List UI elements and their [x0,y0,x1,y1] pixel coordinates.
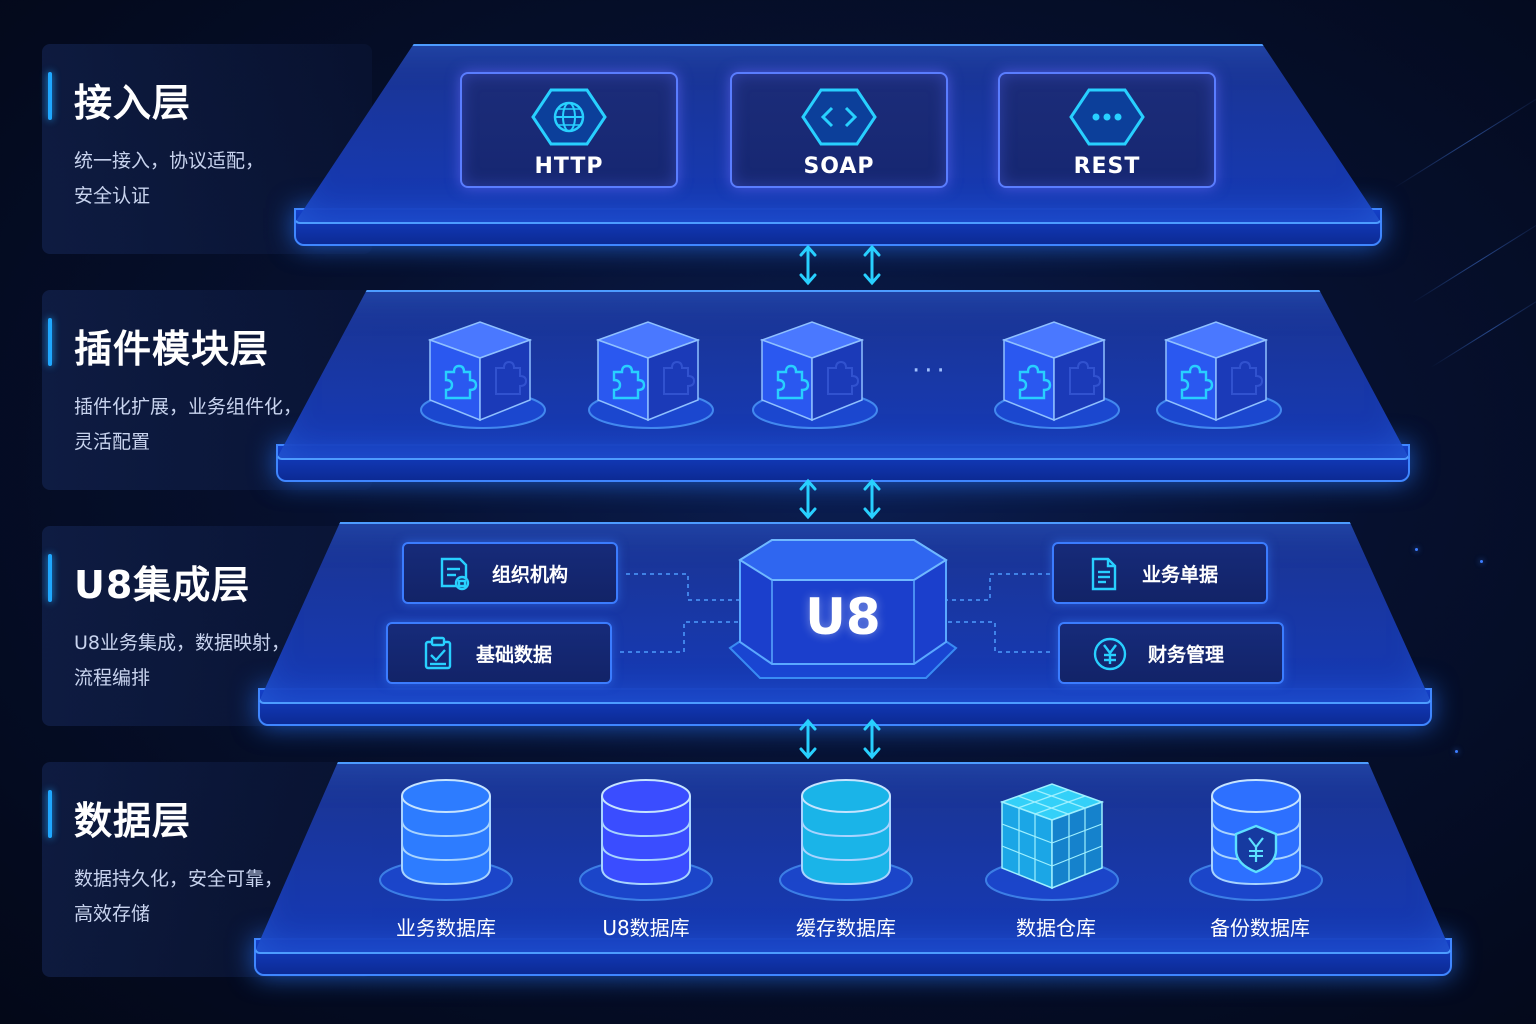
plugin-module-cube[interactable] [1154,310,1284,435]
u8-item-label: 基础数据 [476,644,553,666]
data-store[interactable] [1176,768,1336,918]
puzzle-cube-icon [588,321,714,429]
data-store-label: 数据仓库 [1016,916,1096,940]
layer-description: 数据持久化，安全可靠， 高效存储 [74,862,314,932]
accent-bar [48,318,52,366]
plugin-module-cube[interactable] [750,310,880,435]
database-icon [779,779,913,901]
background-streak [1411,217,1536,304]
layer-description: 统一接入，协议适配， 安全认证 [74,144,314,214]
dots-icon [1069,88,1145,146]
protocol-card-soap[interactable]: SOAP [730,72,948,188]
desc-line: 统一接入，协议适配， [74,150,265,172]
desc-line: 流程编排 [74,667,151,689]
puzzle-cube-icon [752,321,878,429]
u8-core-label: U8 [805,588,881,646]
org-document-icon [440,557,470,591]
u8-item-label: 业务单据 [1142,564,1219,586]
desc-line: 高效存储 [74,903,151,925]
bidirectional-arrows-icon [799,718,881,760]
layer-title: U8集成层 [74,563,251,607]
protocol-label: HTTP [534,154,604,179]
u8-item-label: 财务管理 [1148,644,1225,666]
accent-bar [48,790,52,838]
data-store[interactable] [972,768,1132,918]
layer-description: 插件化扩展，业务组件化， 灵活配置 [74,390,314,460]
background-streak [1430,292,1536,369]
database-icon [579,779,713,901]
u8-item-basic-data[interactable]: 基础数据 [386,622,612,684]
protocol-card-http[interactable]: HTTP [460,72,678,188]
u8-core-block[interactable]: U8 [720,536,966,684]
data-store[interactable] [366,768,526,918]
data-store-label: 备份数据库 [1210,916,1310,940]
desc-line: 灵活配置 [74,431,151,453]
u8-item-finance[interactable]: 财务管理 [1058,622,1284,684]
layer-title: 接入层 [74,81,192,125]
globe-icon [531,88,607,146]
puzzle-cube-icon [1156,321,1282,429]
plugin-module-cube[interactable] [992,310,1122,435]
desc-line: 插件化扩展，业务组件化， [74,396,303,418]
connector-lines [620,573,1050,653]
data-store-label: 业务数据库 [396,916,496,940]
accent-bar [48,554,52,602]
layer-title: 数据层 [74,799,192,843]
more-modules-ellipsis: ··· [912,356,949,386]
puzzle-cube-icon [420,321,546,429]
background-dot [1455,750,1458,753]
u8-item-org[interactable]: 组织机构 [402,542,618,604]
accent-bar [48,72,52,120]
data-store[interactable] [766,768,926,918]
plugin-module-cube[interactable] [418,310,548,435]
shield-database-icon [1189,779,1323,901]
u8-hexagon-icon [728,539,958,679]
clipboard-check-icon [424,636,452,670]
layer-title: 插件模块层 [74,327,270,371]
plugin-module-cube[interactable] [586,310,716,435]
desc-line: 数据持久化，安全可靠， [74,868,284,890]
layer-label-u8: U8集成层 U8业务集成，数据映射， 流程编排 [42,526,372,726]
protocol-label: SOAP [803,154,875,179]
yen-circle-icon [1093,637,1127,671]
protocol-label: REST [1073,154,1141,179]
code-icon [801,88,877,146]
u8-item-business-docs[interactable]: 业务单据 [1052,542,1268,604]
data-store-label: 缓存数据库 [796,916,896,940]
grid-cube-icon [985,783,1119,901]
database-icon [379,779,513,901]
u8-item-label: 组织机构 [492,564,569,586]
bidirectional-arrows-icon [799,478,881,520]
background-dot [1415,548,1418,551]
background-streak [1393,92,1536,189]
puzzle-cube-icon [994,321,1120,429]
background-dot [1480,560,1483,563]
desc-line: 安全认证 [74,185,151,207]
bidirectional-arrows-icon [799,244,881,286]
data-store[interactable] [566,768,726,918]
data-store-label: U8数据库 [602,916,690,940]
document-icon [1091,557,1117,591]
desc-line: U8业务集成，数据映射， [74,632,290,654]
layer-description: U8业务集成，数据映射， 流程编排 [74,626,314,696]
protocol-card-rest[interactable]: REST [998,72,1216,188]
